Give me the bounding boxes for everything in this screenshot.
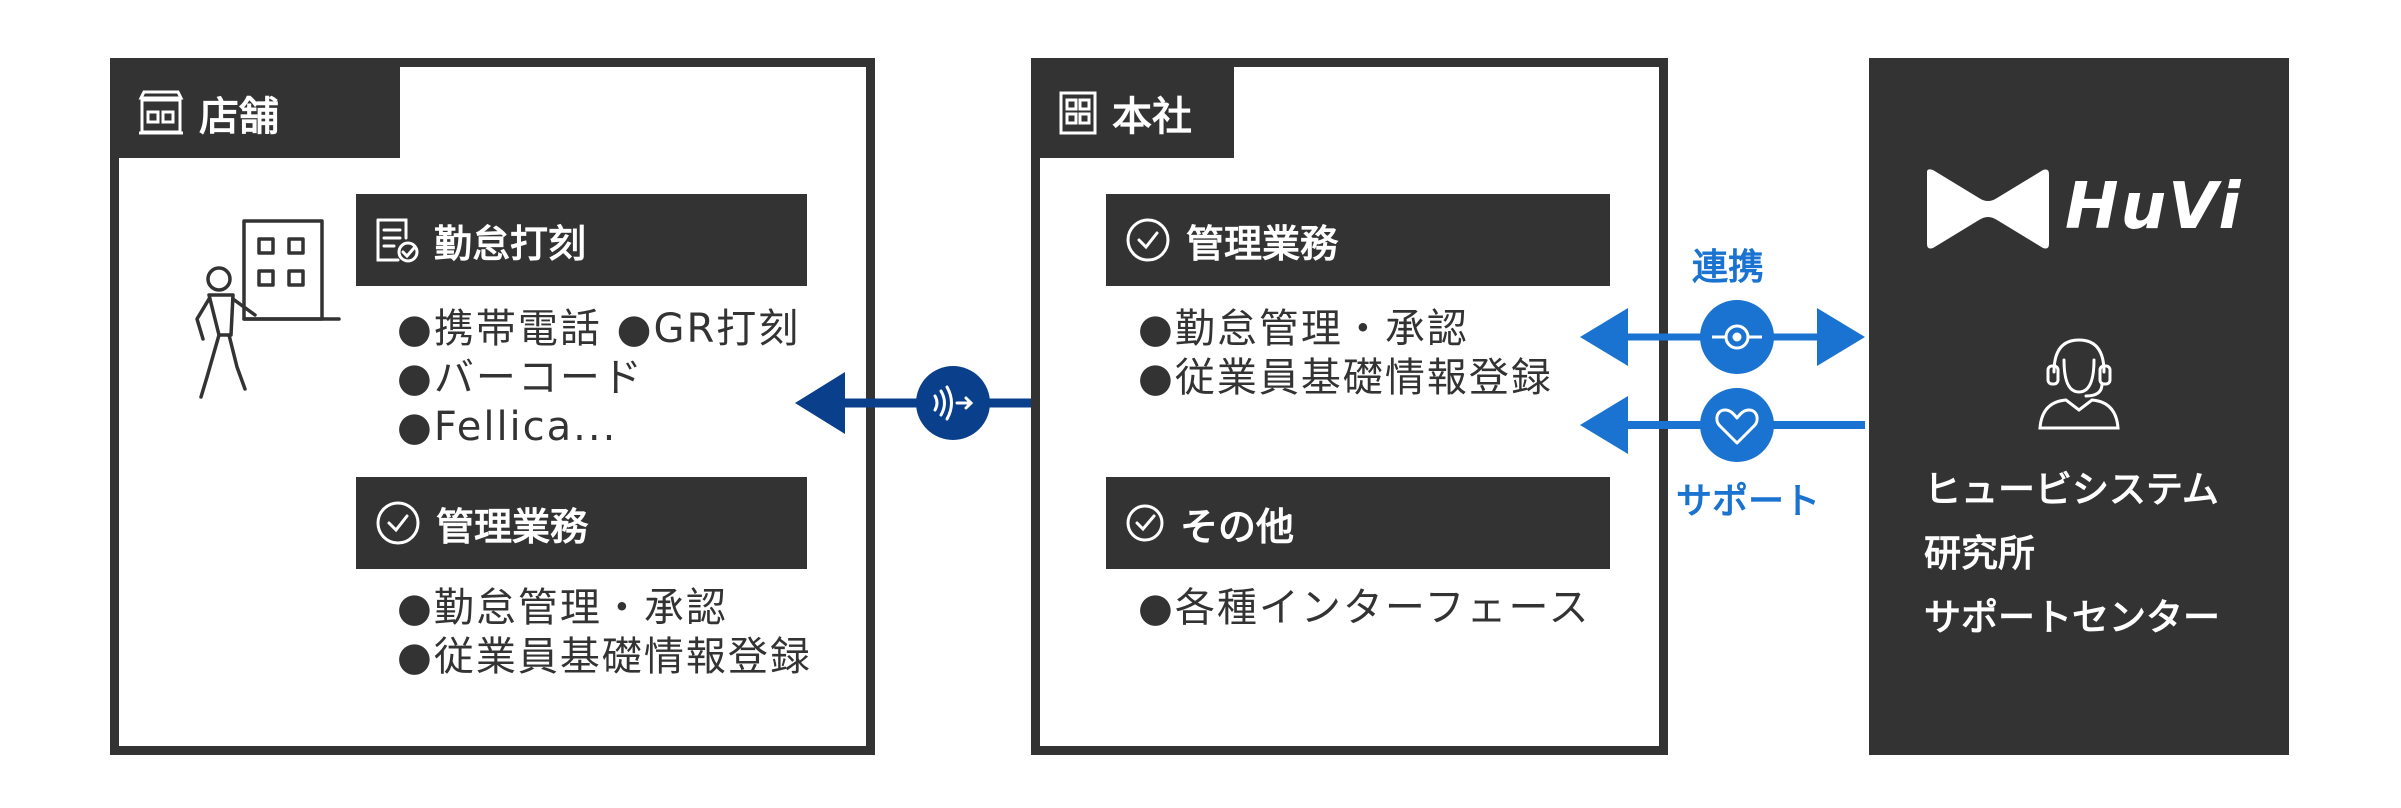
heart-icon [1715, 408, 1759, 445]
store-icon [138, 90, 184, 134]
store-management-title: 管理業務 [436, 504, 589, 549]
support-arrow [1580, 388, 1865, 462]
hq-other-title: その他 [1180, 504, 1295, 549]
list-item: ●勤怠管理・承認 [1138, 306, 1469, 352]
office-building-icon [1059, 91, 1097, 134]
list-item: ●バーコード [397, 355, 644, 401]
support-operator-icon [2038, 338, 2120, 430]
store-tag: 店舗 [119, 67, 400, 158]
hq-tag-label: 本社 [1112, 93, 1192, 140]
support-label: サポート [1676, 481, 1821, 522]
cooperation-arrow [1580, 300, 1865, 374]
hq-tag: 本社 [1040, 67, 1234, 158]
org-line: サポートセンター [1924, 596, 2220, 639]
huvi-panel: HuVi ヒュービシステム 研究所 サポートセンター [1869, 58, 2289, 755]
walking-person-to-building-icon [195, 219, 341, 399]
store-management-list: ●勤怠管理・承認 ●従業員基礎情報登録 [397, 584, 812, 682]
list-item: ●勤怠管理・承認 [397, 585, 728, 631]
org-line: 研究所 [1924, 532, 2035, 575]
hq-management-list: ●勤怠管理・承認 ●従業員基礎情報登録 [1138, 305, 1553, 403]
list-item: ●従業員基礎情報登録 [1138, 355, 1553, 401]
list-item: ●Fellica... [397, 404, 618, 450]
hq-other-bar: その他 [1106, 477, 1610, 569]
cooperation-label: 連携 [1692, 247, 1765, 288]
store-tag-label: 店舗 [199, 93, 279, 140]
list-item: ●従業員基礎情報登録 [397, 634, 812, 680]
clock-check-icon [1126, 218, 1170, 262]
list-item: ●携帯電話 ●GR打刻 [397, 306, 801, 352]
huvi-logo-text: HuVi [2065, 170, 2243, 244]
nfc-signal-icon [933, 385, 974, 421]
hq-management-bar: 管理業務 [1106, 194, 1610, 286]
org-line: ヒュービシステム [1924, 468, 2219, 511]
link-node-icon [1712, 324, 1762, 350]
huvi-org-name: ヒュービシステム 研究所 サポートセンター [1924, 458, 2220, 650]
check-circle-icon [1126, 504, 1164, 542]
attendance-title: 勤怠打刻 [434, 221, 587, 266]
huvi-logo-mark [1927, 169, 2049, 249]
store-panel: 店舗 [110, 58, 875, 755]
list-item: ●各種インターフェース [1138, 585, 1591, 631]
hq-panel: 本社 管理業務 ●勤怠管理・承認 ●従業員基礎情報登録 その他 ●各種インターフ… [1031, 58, 1668, 755]
attendance-list: ●携帯電話 ●GR打刻 ●バーコード ●Fellica... [397, 305, 800, 452]
attendance-bar: 勤怠打刻 [356, 194, 807, 286]
timesheet-check-icon [376, 218, 419, 263]
hq-other-list: ●各種インターフェース [1138, 584, 1591, 633]
store-management-bar: 管理業務 [356, 477, 807, 569]
hq-management-title: 管理業務 [1186, 221, 1339, 266]
clock-check-icon [376, 501, 420, 545]
